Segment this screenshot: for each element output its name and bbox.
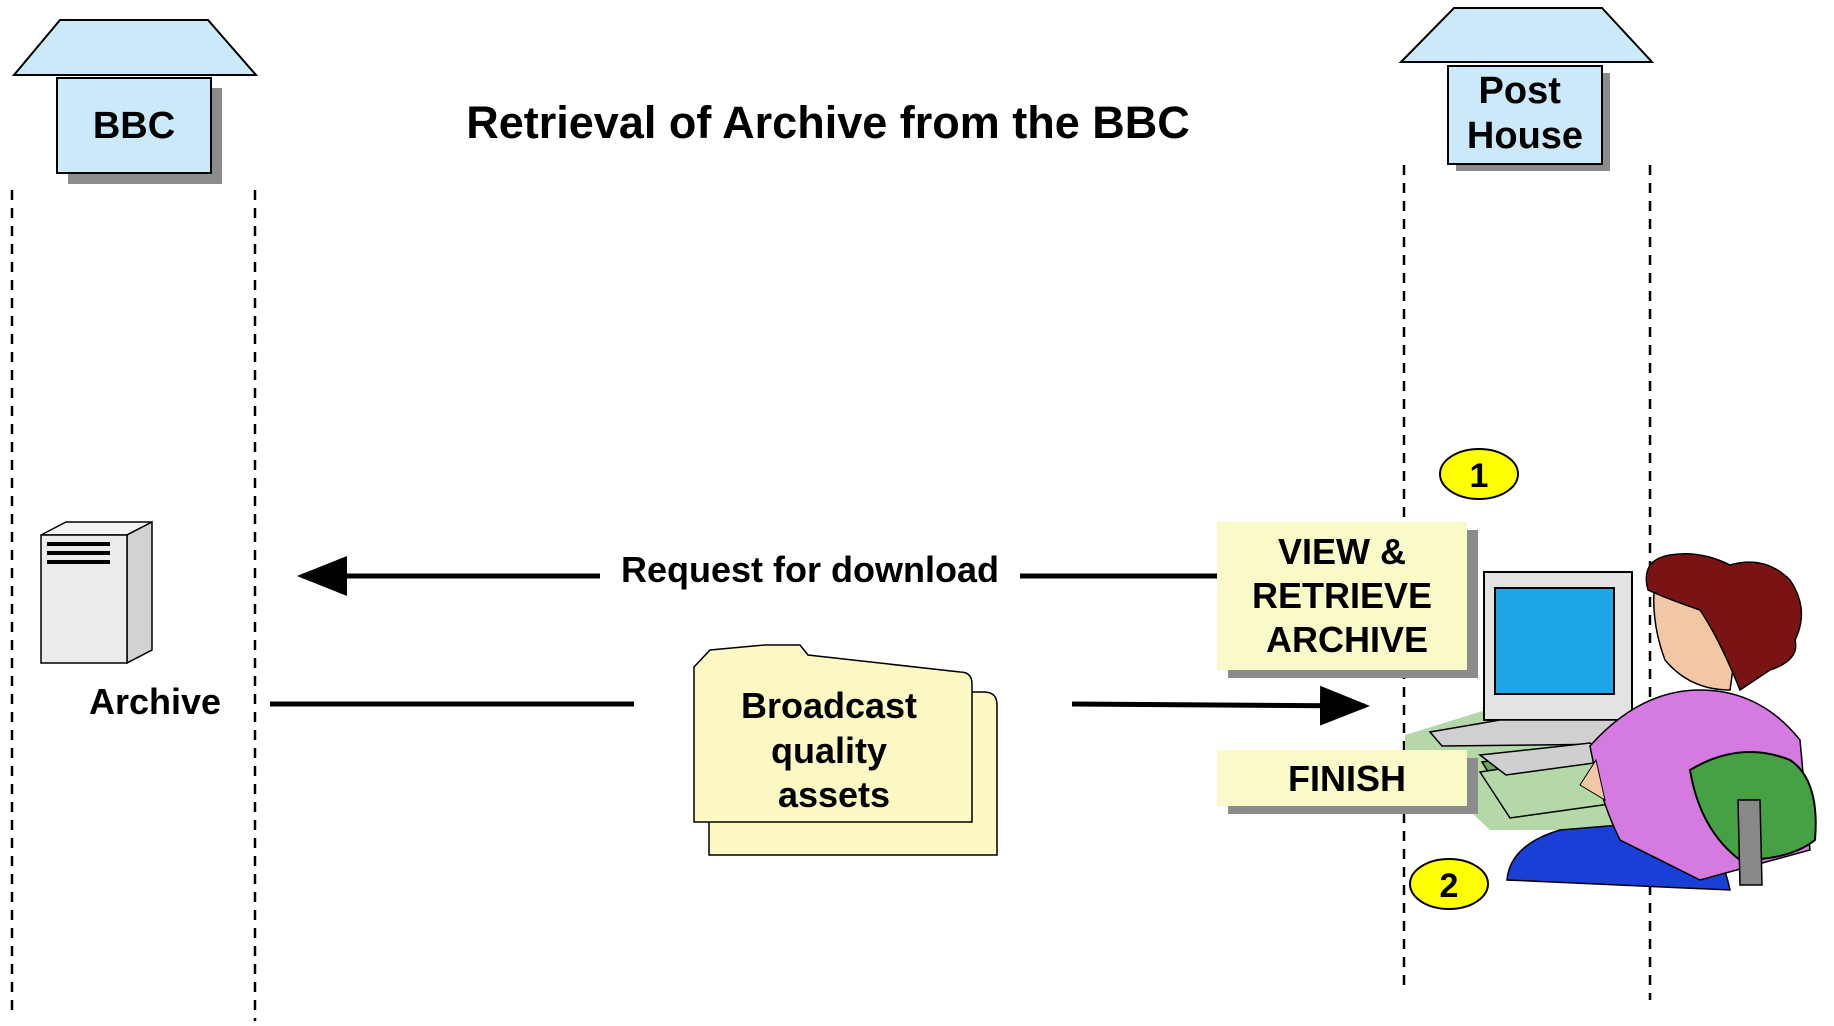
posthouse-label-line-1: Post xyxy=(1479,70,1562,112)
arrow-right-icon xyxy=(1071,685,1370,726)
bbc-house: BBC xyxy=(11,19,259,184)
step-badge-2: 2 xyxy=(1409,858,1489,910)
view-retrieve-line-1: VIEW & xyxy=(1278,531,1406,572)
assets-label-line-3: assets xyxy=(778,774,890,815)
view-retrieve-line-3: ARCHIVE xyxy=(1266,619,1428,660)
posthouse-house: Post House xyxy=(1398,7,1655,171)
bbc-label-line: BBC xyxy=(93,105,175,147)
bbc-label: BBC xyxy=(93,105,175,147)
diagram-title: Retrieval of Archive from the BBC xyxy=(466,97,1190,148)
house-icon xyxy=(11,19,259,184)
view-retrieve-note: VIEW & RETRIEVE ARCHIVE xyxy=(1217,522,1478,678)
archive-label: Archive xyxy=(89,681,221,722)
step-badge-1: 1 xyxy=(1439,448,1519,500)
step-badge-1-label: 1 xyxy=(1470,457,1489,495)
request-label: Request for download xyxy=(621,549,999,590)
posthouse-label: Post House xyxy=(1467,70,1583,157)
finish-label: FINISH xyxy=(1288,758,1406,799)
finish-note: FINISH xyxy=(1217,750,1478,814)
server-icon xyxy=(40,520,153,665)
assets-label-line-2: quality xyxy=(771,730,887,771)
view-retrieve-line-2: RETRIEVE xyxy=(1252,575,1432,616)
folder-icon xyxy=(693,644,998,856)
assets-label-line-1: Broadcast xyxy=(741,685,917,726)
step-badge-2-label: 2 xyxy=(1440,867,1459,905)
person-at-computer-icon xyxy=(1405,553,1817,891)
view-retrieve-label: VIEW & RETRIEVE ARCHIVE xyxy=(1252,531,1442,660)
assets-label: Broadcast quality assets xyxy=(741,685,927,815)
posthouse-label-line-2: House xyxy=(1467,115,1583,157)
house-icon xyxy=(1398,7,1655,171)
